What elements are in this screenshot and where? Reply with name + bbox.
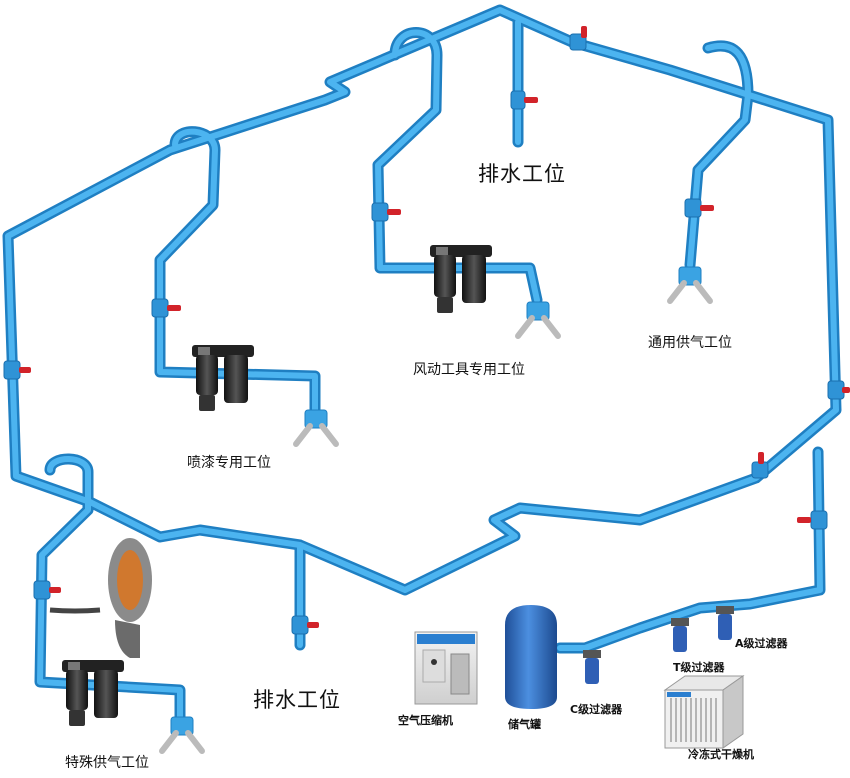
a-filter-icon (716, 606, 734, 640)
valves (3, 26, 850, 635)
quick-coupler-icon (515, 301, 561, 339)
t-filter-icon (671, 618, 689, 652)
line-filters (583, 606, 734, 684)
air-tank-icon (505, 605, 557, 709)
ball-valve-icon (751, 452, 769, 479)
refrigerated-dryer-icon (663, 675, 745, 749)
air-tank-label: 储气罐 (508, 718, 541, 731)
filter-regulator-icon (192, 345, 254, 411)
air-compressor-icon (414, 631, 478, 705)
ball-valve-icon (797, 510, 828, 530)
c-filter-label: C级过滤器 (570, 703, 623, 716)
special-supply-label: 特殊供气工位 (65, 755, 149, 771)
quick-coupler-icon (293, 409, 339, 447)
a-filter-label: A级过滤器 (735, 637, 788, 650)
drain-station-label-top: 排水工位 (478, 162, 566, 186)
ball-valve-icon (33, 580, 61, 600)
filter-regulator-icon (62, 660, 124, 726)
t-filter-label: T级过滤器 (673, 661, 725, 674)
dryer-label: 冷冻式干燥机 (688, 748, 754, 761)
ball-valve-icon (569, 26, 587, 51)
pneumatic-tool-label: 风动工具专用工位 (413, 362, 525, 378)
general-supply-label: 通用供气工位 (648, 335, 732, 351)
filter-regulators (62, 245, 492, 726)
c-filter-icon (583, 650, 601, 684)
ball-valve-icon (827, 380, 850, 400)
ball-valve-icon (684, 198, 714, 218)
quick-coupler-icon (159, 716, 205, 754)
ball-valve-icon (3, 360, 31, 380)
ball-valve-icon (151, 298, 181, 318)
pipe-network (2, 4, 842, 724)
ball-valve-icon (291, 615, 319, 635)
ball-valve-icon (510, 90, 538, 110)
supply-line (554, 446, 826, 654)
filter-regulator-icon (430, 245, 492, 313)
quick-couplers (159, 266, 713, 754)
spray-paint-label: 喷漆专用工位 (187, 455, 271, 471)
hose-reel-icon (49, 538, 152, 658)
air-compressor-label: 空气压缩机 (398, 714, 453, 727)
quick-coupler-icon (667, 266, 713, 304)
ball-valve-icon (371, 202, 401, 222)
drain-station-label-bottom: 排水工位 (253, 688, 341, 712)
